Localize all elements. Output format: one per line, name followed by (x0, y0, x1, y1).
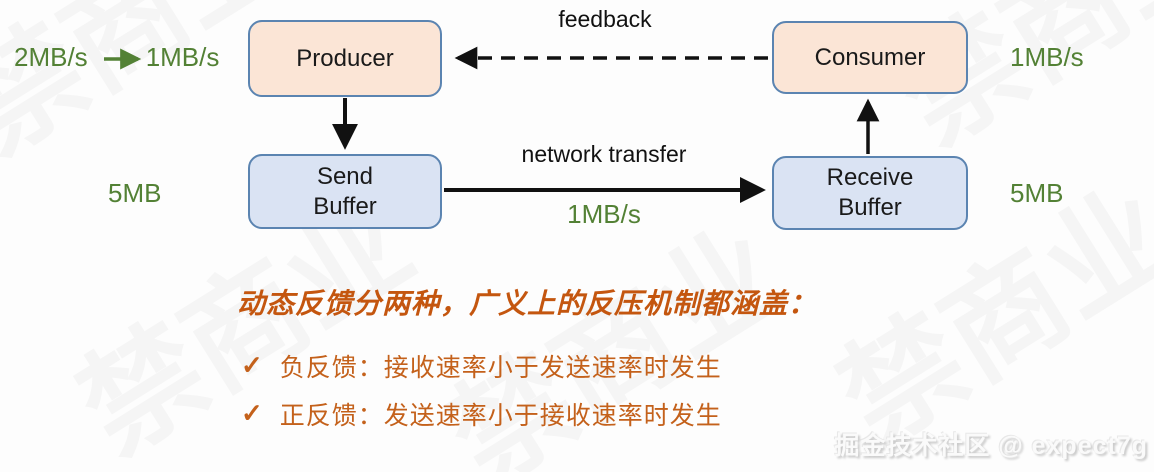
check-icon: ✓ (241, 351, 264, 380)
send-buffer-line2: Buffer (313, 192, 377, 220)
producer-rate-annotation: 2MB/s 1MB/s (14, 42, 219, 73)
receive-buffer-line1: Receive (826, 164, 914, 191)
receive-buffer-node: Receive Buffer (772, 156, 968, 230)
network-transfer-label: network transfer (521, 141, 687, 167)
credit-watermark: 掘金技术社区 @ expect7g (834, 432, 1148, 460)
notes-heading: 动态反馈分两种，广义上的反压机制都涵盖： (237, 289, 818, 320)
producer-rate-after: 1MB/s (145, 42, 220, 72)
producer-rate-before: 2MB/s (14, 42, 88, 72)
check-icon: ✓ (241, 399, 264, 428)
send-buffer-label: Send Buffer (313, 162, 377, 222)
consumer-rate-annotation: 1MB/s (1010, 42, 1084, 72)
bullet-negative-feedback: ✓ 负反馈：接收速率小于发送速率时发生 (241, 348, 722, 384)
producer-label: Producer (296, 44, 394, 72)
consumer-node: Consumer (772, 21, 968, 94)
send-buffer-node: Send Buffer (248, 154, 442, 229)
producer-node: Producer (248, 20, 442, 97)
send-buffer-line1: Send (316, 162, 374, 190)
network-rate-label: 1MB/s (567, 199, 641, 229)
feedback-label: feedback (558, 6, 652, 32)
bullet-text: 正反馈：发送速率小于接收速率时发生 (279, 403, 722, 430)
bullet-text: 负反馈：接收速率小于发送速率时发生 (279, 355, 722, 382)
send-buffer-size-annotation: 5MB (108, 178, 162, 208)
bullet-positive-feedback: ✓ 正反馈：发送速率小于接收速率时发生 (241, 396, 722, 432)
consumer-label: Consumer (814, 43, 926, 71)
receive-buffer-line2: Buffer (838, 194, 902, 221)
receive-buffer-size-annotation: 5MB (1010, 178, 1064, 208)
receive-buffer-label: Receive Buffer (827, 163, 914, 223)
